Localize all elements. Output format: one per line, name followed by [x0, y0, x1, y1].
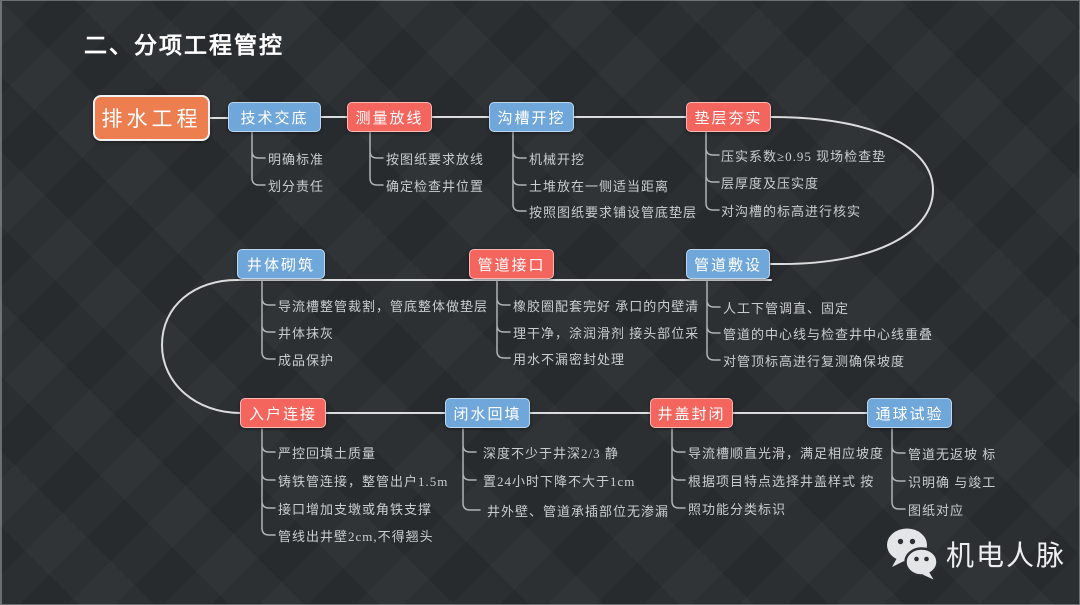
leaf-item: 识明确 与竣工	[908, 475, 997, 490]
leaf-item: 明确标准	[268, 152, 325, 167]
node-technical-disclosure: 技术交底	[228, 102, 321, 132]
leaf-item: 层厚度及压实度	[721, 176, 820, 191]
leaf-item: 对管顶标高进行复测确保坡度	[723, 354, 906, 369]
leaf-item: 接口增加支墩或角铁支撑	[278, 502, 433, 517]
leaf-item: 导流槽顺直光滑，满足相应坡度	[688, 446, 885, 461]
page-title: 二、分项工程管控	[84, 32, 284, 58]
leaf-item: 照功能分类标识	[688, 502, 787, 517]
node-survey-setting-out: 测量放线	[347, 102, 432, 132]
node-label: 管道接口	[477, 257, 546, 274]
leaf-item: 人工下管调直、固定	[723, 301, 850, 316]
node-drainage-works: 排水工程	[93, 95, 210, 141]
leaf-item: 井体抹灰	[278, 326, 335, 341]
node-label: 测量放线	[355, 110, 424, 127]
node-closed-water-backfill: 闭水回填	[445, 398, 530, 428]
leaf-item: 划分责任	[268, 179, 325, 194]
leaf-item: 按图纸要求放线	[386, 152, 485, 167]
node-label: 垫层夯实	[694, 110, 763, 127]
leaf-item: 确定检查井位置	[386, 179, 485, 194]
watermark: 机电人脉	[886, 528, 1066, 580]
node-ball-passing-test: 通球试验	[867, 398, 952, 428]
node-well-masonry: 井体砌筑	[237, 249, 325, 279]
leaf-item: 根据项目特点选择井盖样式 按	[688, 474, 875, 489]
wechat-icon	[887, 528, 938, 580]
leaf-item: 成品保护	[278, 353, 335, 368]
leaf-item: 管线出井壁2cm,不得翘头	[278, 529, 434, 544]
node-label: 排水工程	[101, 107, 202, 131]
leaf-item: 土堆放在一侧适当距离	[529, 179, 670, 194]
leaf-item: 井外壁、管道承插部位无渗漏	[487, 504, 670, 519]
node-pipe-joint: 管道接口	[469, 249, 554, 279]
leaf-item: 对沟槽的标高进行核实	[721, 204, 862, 219]
node-label: 闭水回填	[453, 406, 522, 423]
leaf-item: 图纸对应	[908, 503, 965, 518]
node-pipe-laying: 管道敷设	[686, 249, 770, 279]
leaf-item: 严控回填土质量	[278, 446, 377, 461]
leaf-item: 用水不漏密封处理	[513, 352, 626, 367]
node-label: 入户连接	[248, 406, 317, 423]
node-label: 技术交底	[240, 110, 309, 127]
node-label: 管道敷设	[693, 257, 762, 274]
watermark-label: 机电人脉	[946, 540, 1067, 571]
node-label: 井体砌筑	[246, 257, 315, 274]
leaf-item: 按照图纸要求铺设管底垫层	[529, 205, 698, 220]
node-label: 沟槽开挖	[497, 110, 566, 127]
leaf-item: 管道的中心线与检查井中心线重叠	[723, 327, 934, 342]
leaf-item: 深度不少于井深2/3 静	[483, 446, 619, 461]
leaf-item: 压实系数≥0.95 现场检查垫	[721, 149, 887, 164]
leaf-item: 导流槽整管裁割，管底整体做垫层	[278, 299, 489, 314]
node-bedding-compaction: 垫层夯实	[686, 102, 771, 132]
node-house-connection: 入户连接	[240, 398, 326, 428]
node-manhole-cover-closure: 井盖封闭	[650, 398, 733, 428]
leaf-item: 铸铁管连接，整管出户1.5m	[278, 474, 449, 489]
leaf-item: 机械开挖	[529, 152, 586, 167]
leaf-item: 理干净，涂润滑剂 接头部位采	[513, 326, 700, 341]
node-trench-excavation: 沟槽开挖	[489, 102, 574, 132]
leaf-item: 置24小时下降不大于1cm	[483, 474, 636, 489]
leaf-item: 管道无返坡 标	[908, 447, 997, 462]
node-label: 井盖封闭	[657, 406, 726, 423]
leaf-item: 橡胶圈配套完好 承口的内壁清	[513, 299, 700, 314]
node-label: 通球试验	[875, 406, 944, 423]
